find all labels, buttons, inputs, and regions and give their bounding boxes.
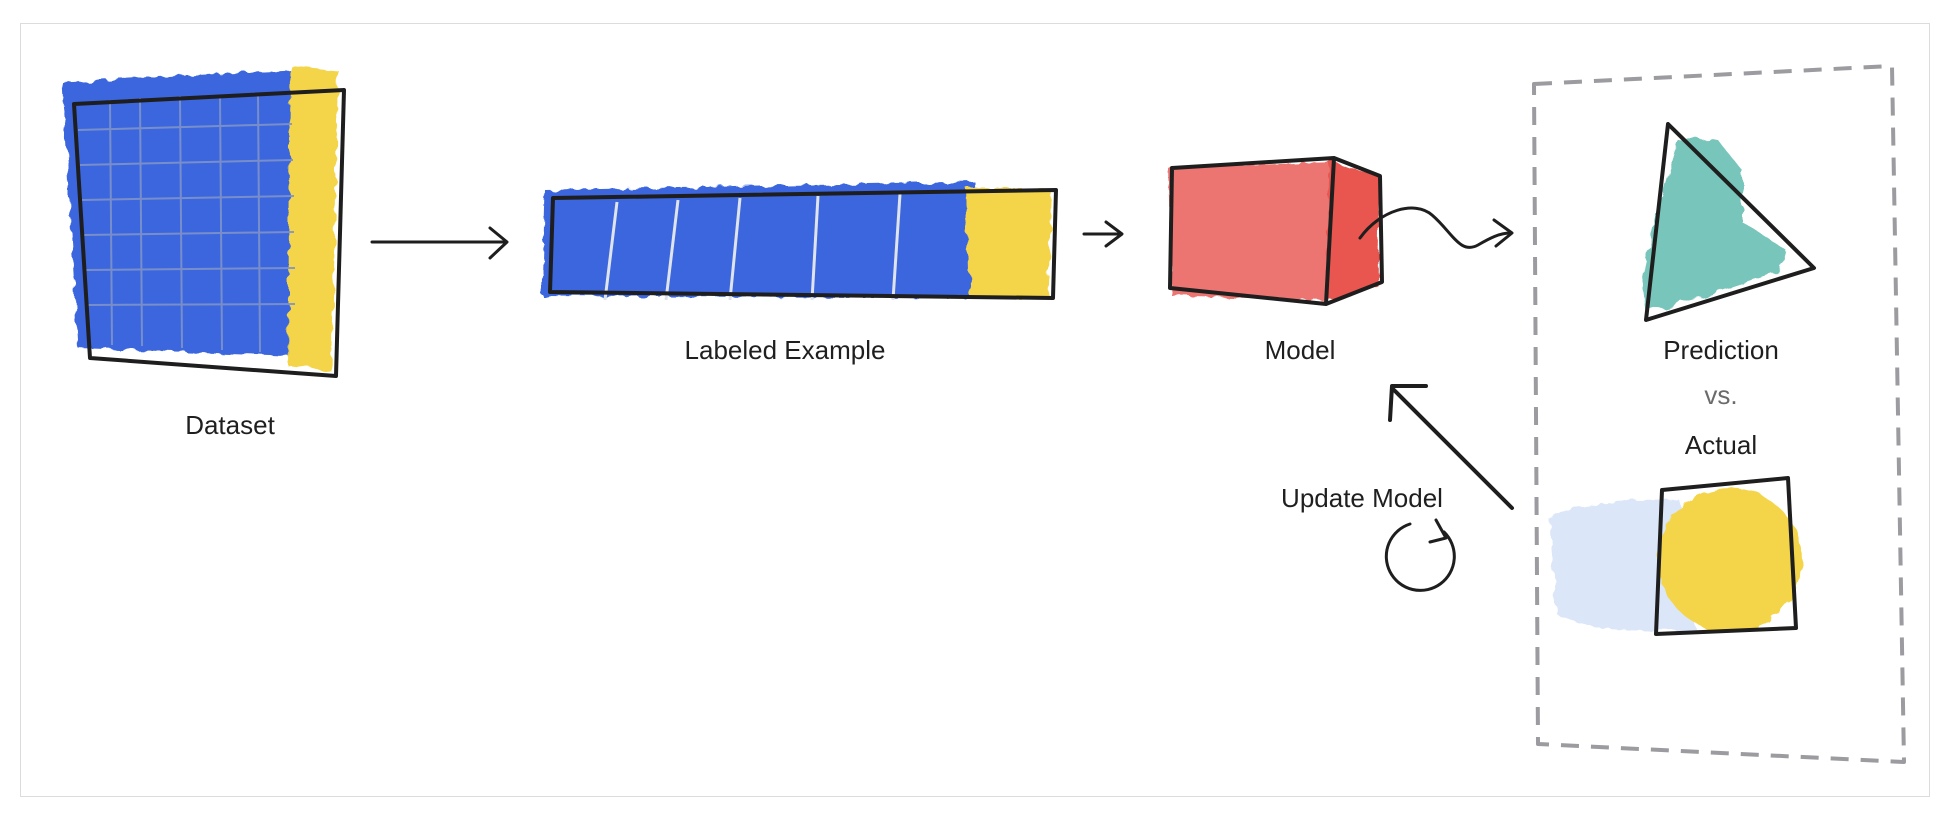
arrow-right-icon — [370, 226, 509, 260]
squiggle-arrow-icon — [1358, 206, 1514, 249]
example-label-cell — [966, 188, 1052, 298]
actual-yellow-fill — [1658, 488, 1802, 632]
model-face-fill — [1168, 162, 1336, 300]
dataset-block — [62, 66, 346, 378]
label-versus: vs. — [1704, 380, 1738, 410]
prediction-shape — [1642, 122, 1816, 322]
model-side-fill — [1326, 160, 1380, 302]
prediction-triangle-outline — [1644, 122, 1816, 322]
label-prediction: Prediction — [1663, 335, 1779, 365]
example-blue-fill — [542, 182, 978, 298]
refresh-cycle-icon — [1384, 518, 1456, 592]
model-block — [1168, 156, 1384, 306]
actual-shape — [1550, 476, 1802, 636]
label-actual: Actual — [1684, 430, 1758, 460]
label-labeled-example: Labeled Example — [684, 335, 886, 365]
comparison-dashed-border — [1532, 64, 1906, 764]
labeled-example-block — [542, 182, 1058, 301]
dataset-label-column — [288, 66, 338, 372]
example-feature-dividers — [603, 193, 902, 301]
label-model: Model — [1264, 335, 1336, 365]
dataset-grid — [77, 93, 296, 353]
dataset-blue-fill — [62, 70, 296, 356]
example-outline — [548, 188, 1058, 300]
diagram-frame — [20, 23, 1930, 797]
prediction-teal-fill — [1642, 138, 1786, 312]
arrow-right-icon — [1082, 220, 1124, 248]
arrow-up-left-icon — [1388, 384, 1514, 510]
label-dataset: Dataset — [185, 410, 275, 440]
model-outline — [1168, 156, 1384, 306]
actual-square-outline — [1654, 476, 1798, 636]
label-update-model: Update Model — [1281, 483, 1443, 513]
dataset-outline — [72, 88, 346, 378]
